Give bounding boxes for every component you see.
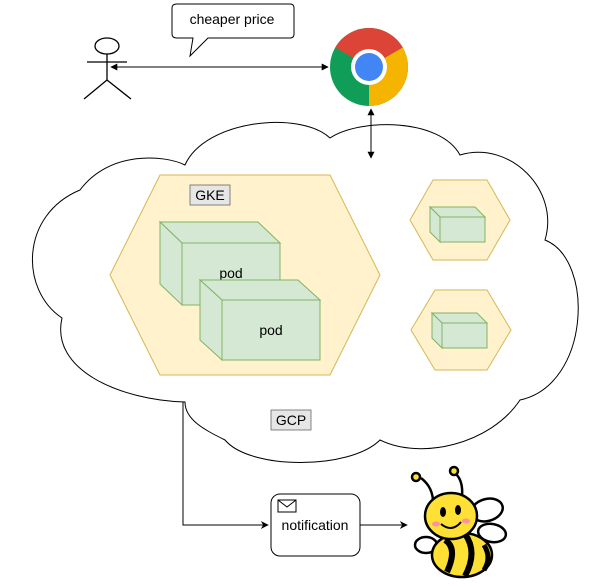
bee-icon[interactable]: [410, 465, 508, 579]
notification-box[interactable]: notification: [270, 493, 361, 557]
gke-label: GKE: [195, 187, 225, 203]
cube-icon: [428, 205, 487, 244]
speech-bubble: cheaper price: [171, 3, 295, 58]
pod-label-1: pod: [219, 265, 242, 281]
node-hexagon-2[interactable]: [410, 289, 512, 371]
cube-icon: [430, 311, 489, 350]
pod-label-2: pod: [259, 322, 282, 338]
gcp-label: GCP: [276, 412, 306, 428]
speech-bubble-text: cheaper price: [190, 11, 275, 27]
pod-cube-2[interactable]: pod: [198, 278, 322, 362]
gke-label-box: [189, 184, 231, 206]
stick-figure-icon[interactable]: [83, 37, 132, 100]
envelope-icon: [277, 499, 297, 513]
chrome-icon[interactable]: [330, 27, 409, 107]
gcp-label-box: [270, 409, 312, 431]
node-hexagon-1[interactable]: [409, 179, 511, 261]
notification-label: notification: [282, 517, 349, 533]
cloud-notification-arrow: [182, 402, 269, 529]
